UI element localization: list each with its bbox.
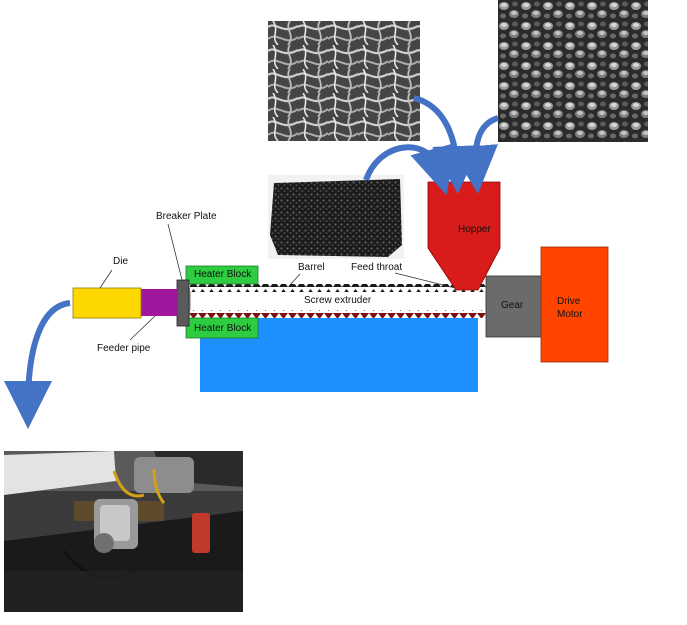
output-arrow [4,300,71,429]
granules-photo [268,175,404,259]
fibrous-waste-photo [268,21,420,141]
barrel-leader [289,273,301,286]
drive-motor-label-line2: Motor [557,309,583,320]
heater-block-top [185,265,259,285]
screw-extruder-label: Screw extruder [304,295,372,306]
gear-label: Gear [501,300,524,311]
screw-bottom-thread [190,310,486,318]
heater-block-top-label: Heater Block [194,269,252,280]
gear [485,275,543,338]
screw-top-thread [190,284,486,292]
feed-throat-leader [394,272,456,289]
hopper-label: Hopper [458,224,491,235]
extruder-setup-photo [4,451,243,612]
breaker-plate-label: Breaker Plate [156,211,217,222]
feeder-pipe [141,289,178,316]
feed-throat-label: Feed throat [351,262,403,273]
breaker-plate [176,279,190,327]
barrel-label: Barrel [298,262,325,273]
drive-motor-label-line1: Drive [557,296,581,307]
feeder-pipe-leader [129,315,156,341]
die-leader [99,269,113,289]
feeder-pipe-label: Feeder pipe [97,343,151,354]
breaker-plate-leader [167,223,183,281]
granule-arrow [363,142,457,196]
heater-block-bottom [185,317,259,339]
die-label: Die [113,256,129,267]
heater-block-bottom-label: Heater Block [194,323,252,334]
drive-motor [540,246,609,363]
pellets-photo [498,0,648,142]
hopper [427,181,501,291]
die [72,287,142,319]
pellet-arrow [450,115,500,194]
